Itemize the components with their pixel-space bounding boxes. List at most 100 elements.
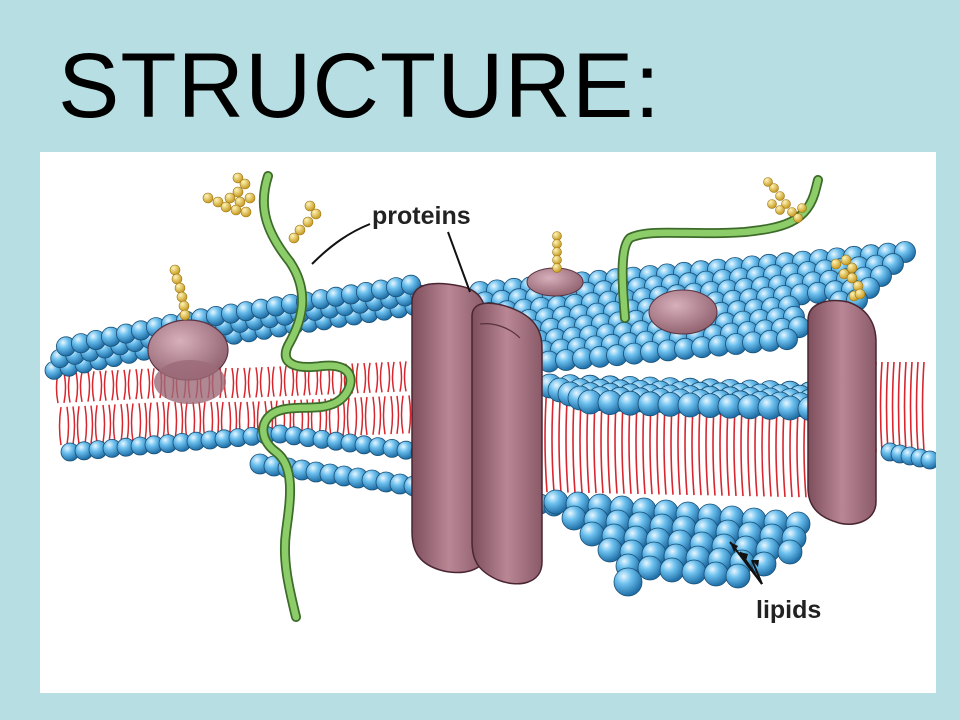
lipid-tail	[126, 403, 130, 442]
lipids-label: lipids	[756, 596, 821, 624]
lipid-tail	[102, 404, 106, 444]
lipid-tail	[399, 361, 403, 392]
lipid-tail	[108, 404, 112, 443]
lipid-tail	[267, 366, 271, 398]
lipid-tail	[112, 404, 116, 443]
lipid-tail	[67, 372, 71, 403]
lipid-tail	[99, 370, 103, 402]
lipid-tail	[243, 367, 247, 398]
lipid-tail	[387, 361, 391, 393]
callout-arrowheads	[730, 542, 759, 567]
right-block-front-heads	[537, 373, 936, 597]
cell-membrane-diagram: proteins lipids	[44, 171, 936, 624]
lipid-tail	[91, 371, 95, 402]
lipid-tail	[372, 396, 376, 435]
carbohydrate-chain-glycoprotein	[202, 172, 322, 244]
lipid-tail	[123, 369, 127, 400]
lipid-tail	[138, 403, 142, 442]
lipid-tail	[255, 367, 259, 398]
lipid-head	[637, 555, 663, 581]
lipid-tail	[87, 371, 91, 402]
lipid-tail	[903, 361, 907, 453]
lipid-tail	[76, 406, 80, 445]
lipid-tail	[279, 366, 283, 397]
lipid-tail	[915, 361, 919, 453]
lipid-tail	[879, 361, 883, 453]
lipid-tail	[111, 370, 115, 401]
lipid-tail	[151, 368, 155, 399]
lipid-tail	[84, 405, 88, 445]
lipid-tail	[144, 402, 148, 442]
lipid-head	[777, 539, 803, 565]
lipid-tail	[120, 403, 124, 443]
lipid-tail	[909, 361, 913, 453]
lipid-tail	[162, 401, 166, 441]
lipid-tail	[391, 361, 395, 392]
lipid-tail	[75, 372, 79, 403]
lipid-tail	[79, 371, 83, 403]
lipid-tail	[291, 365, 295, 397]
peripheral-protein-right	[648, 289, 718, 335]
lipid-tail	[72, 406, 76, 445]
lipid-tail	[346, 397, 350, 436]
lipid-head	[751, 551, 777, 577]
lipid-tail	[259, 366, 263, 398]
lipid-tail	[58, 406, 62, 446]
lipid-head	[681, 559, 707, 585]
carbohydrate-chain-right-strand	[763, 177, 807, 223]
lipid-tail	[921, 361, 925, 453]
lipid-tail	[367, 362, 371, 393]
lipid-tail	[355, 363, 359, 394]
carbohydrate-chain-right-protein	[830, 254, 866, 302]
lipid-tail	[363, 362, 367, 394]
lipid-tail	[403, 361, 407, 392]
lipid-head	[725, 563, 751, 589]
left-upper-leaflet-heads	[44, 274, 430, 380]
slide-title: STRUCTURE:	[58, 35, 661, 137]
lipid-tail	[364, 396, 368, 436]
lipid-tail	[130, 403, 134, 442]
integral-protein-channel	[411, 282, 543, 585]
lipid-tail	[235, 367, 239, 399]
lipid-tail	[408, 395, 412, 434]
lipid-tail	[103, 370, 107, 401]
lipid-tail	[390, 395, 394, 435]
lipid-tail	[174, 401, 178, 441]
proteins-callout-line-right	[447, 231, 471, 293]
lipid-tail	[897, 361, 901, 453]
lipid-head	[613, 567, 643, 597]
lipid-head	[920, 450, 936, 470]
lipid-tail	[283, 366, 287, 397]
lipids-callout-line-3	[751, 559, 763, 585]
lipid-tail	[379, 362, 383, 393]
lipid-tail	[148, 402, 152, 441]
lipid-tail	[135, 369, 139, 400]
lipid-tail	[247, 367, 251, 398]
lipid-tail	[139, 368, 143, 400]
carbohydrate-chain-left	[169, 264, 191, 321]
lipid-tail	[891, 361, 895, 453]
lipid-tail	[378, 396, 382, 435]
lipid-tail	[147, 368, 151, 399]
integral-protein-right	[807, 299, 877, 525]
lipid-head	[703, 561, 729, 587]
lipid-tail	[400, 395, 404, 434]
lipid-tail	[127, 369, 131, 400]
glycoprotein-strand	[258, 171, 356, 622]
lipid-tail	[63, 372, 67, 403]
lipid-tail	[382, 396, 386, 435]
proteins-callout-line-left	[311, 223, 371, 265]
lipid-tail	[544, 384, 548, 493]
lipid-tail	[66, 406, 70, 445]
lipid-tail	[94, 405, 98, 444]
lipid-tail	[271, 366, 275, 397]
lipid-head	[776, 328, 798, 351]
lipid-tail	[396, 395, 400, 434]
lipid-tail	[354, 397, 358, 436]
lipid-tail	[375, 362, 379, 393]
lipid-tail	[885, 361, 889, 453]
peripheral-protein-left	[147, 319, 229, 404]
carbohydrate-chain-top	[552, 231, 562, 273]
lipid-tail	[551, 384, 555, 493]
lipid-head	[659, 557, 685, 583]
